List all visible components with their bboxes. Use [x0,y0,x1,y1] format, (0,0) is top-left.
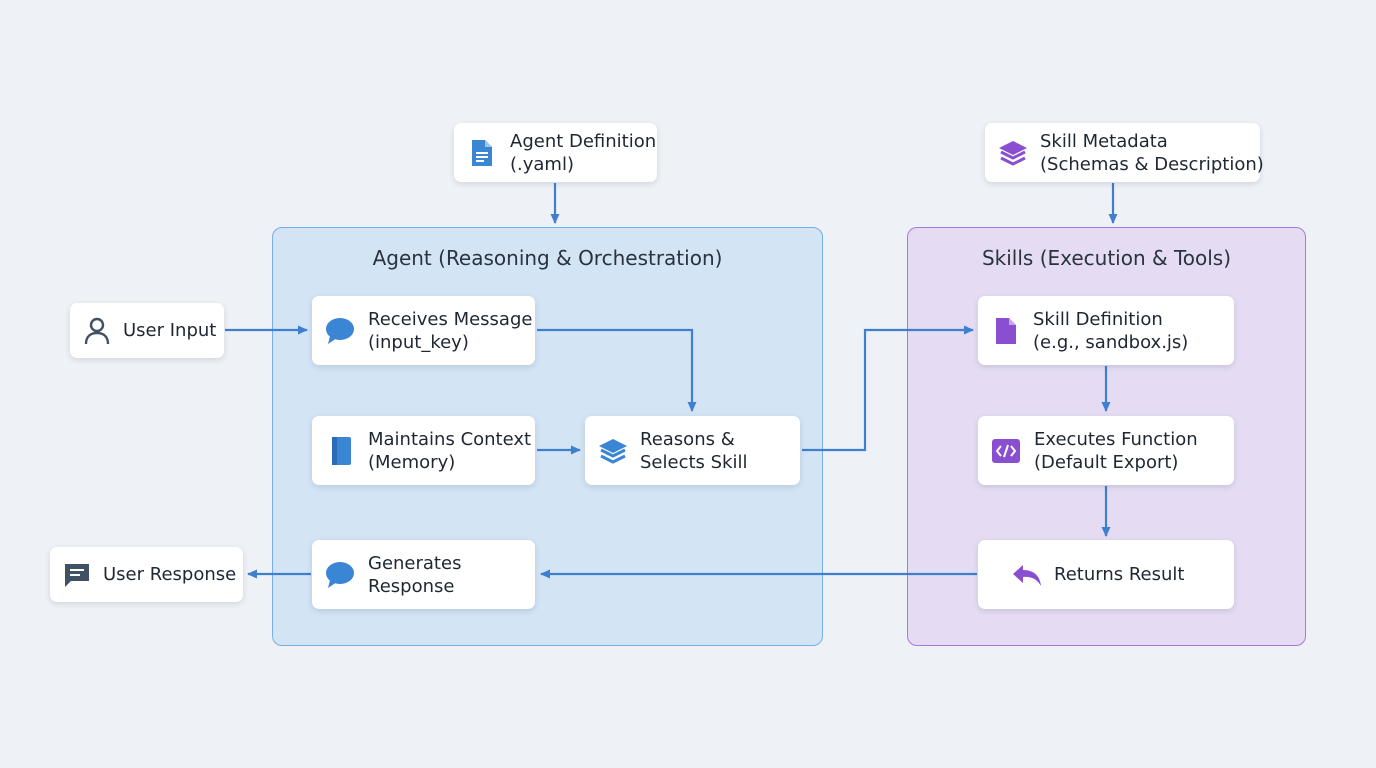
returns-result-label: Returns Result [1054,564,1185,585]
executes-line2: (Default Export) [1034,451,1179,473]
code-icon [991,438,1021,464]
agent-definition-line2: (.yaml) [510,153,574,175]
user-response-node: User Response [50,547,243,602]
reasons-selects-skill-node: Reasons & Selects Skill [585,416,800,485]
user-input-node: User Input [70,303,224,358]
receives-line2: (input_key) [368,331,469,353]
executes-line1: Executes Function [1034,428,1198,450]
skill-metadata-node: Skill Metadata (Schemas & Description) [985,123,1264,182]
generates-line2: Response [368,575,455,597]
receives-line1: Receives Message [368,308,533,330]
receives-message-node: Receives Message (input_key) [312,296,535,365]
book-icon [328,435,354,467]
generates-response-node: Generates Response [312,540,535,609]
speech-bubble-icon [325,561,355,589]
returns-result-node: Returns Result [978,540,1234,609]
layers-icon [597,436,629,466]
reply-arrow-icon [1011,562,1043,588]
skill-metadata-line1: Skill Metadata [1040,130,1168,152]
layers-icon [997,138,1029,168]
agent-definition-node: Agent Definition (.yaml) [454,123,657,182]
user-icon [84,317,110,345]
agent-region-title: Agent (Reasoning & Orchestration) [372,246,723,270]
chat-message-icon [63,561,91,589]
executes-function-node: Executes Function (Default Export) [978,416,1234,485]
generates-line1: Generates [368,552,462,574]
user-input-label: User Input [123,320,217,341]
skill-definition-line2: (e.g., sandbox.js) [1033,331,1189,353]
reasons-line2: Selects Skill [640,451,748,473]
skill-definition-node: Skill Definition (e.g., sandbox.js) [978,296,1234,365]
file-icon [994,316,1018,346]
skill-definition-line1: Skill Definition [1033,308,1163,330]
user-response-label: User Response [103,564,237,585]
speech-bubble-icon [325,317,355,345]
agent-definition-line1: Agent Definition [510,130,657,152]
document-icon [469,138,495,168]
context-line1: Maintains Context [368,428,532,450]
reasons-line1: Reasons & [640,428,735,450]
maintains-context-node: Maintains Context (Memory) [312,416,535,485]
context-line2: (Memory) [368,451,456,473]
skill-metadata-line2: (Schemas & Description) [1040,153,1264,175]
skills-region-title: Skills (Execution & Tools) [981,246,1232,270]
